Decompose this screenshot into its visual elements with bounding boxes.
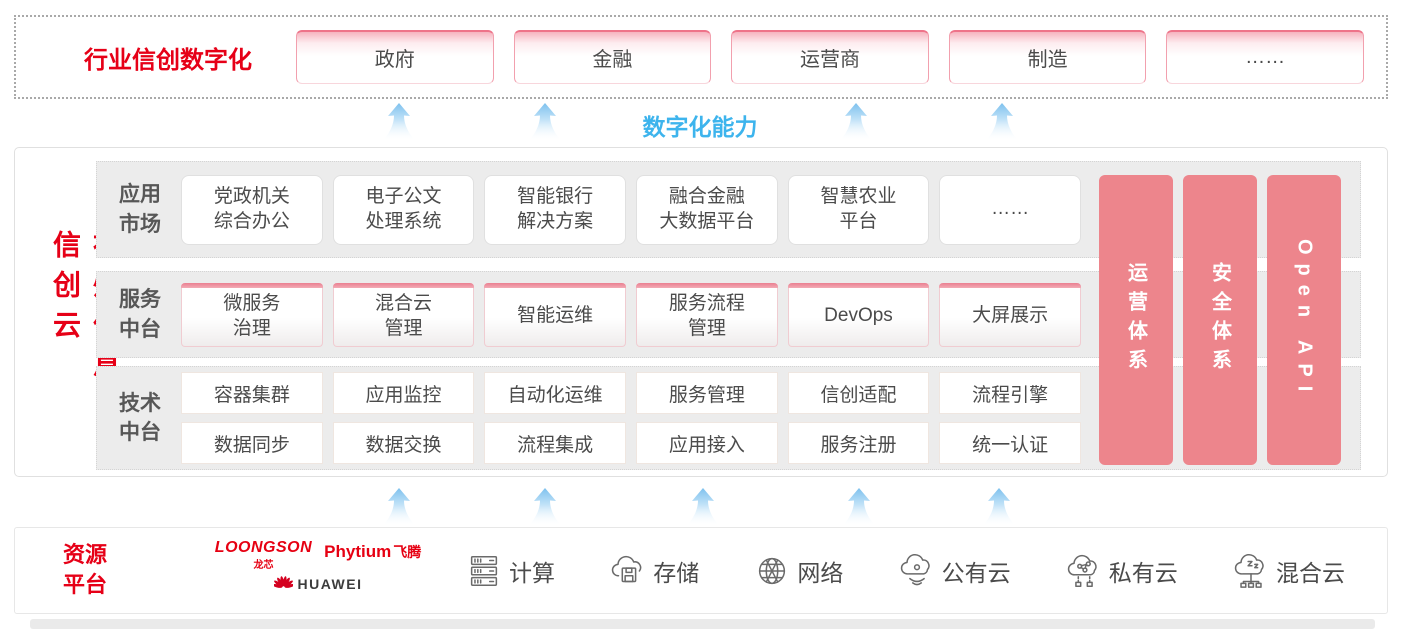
svc-box-hybrid-cloud-mgmt: 混合云 管理 — [332, 282, 475, 347]
resource-platform-section: 资源 平台 LOONGSON 龙芯 Phytium 飞腾 — [14, 527, 1388, 614]
pillar-open-api: Open API — [1267, 175, 1341, 465]
network-globe-icon — [759, 557, 786, 584]
huawei-flower-icon — [273, 576, 293, 588]
resource-items: 计算 存储 公有云 网络 — [465, 528, 1345, 613]
up-arrow-icon — [839, 103, 873, 141]
industry-government: 政府 — [296, 30, 494, 84]
up-arrow-icon — [382, 103, 416, 141]
hybrid-cloud-icon — [1234, 553, 1264, 588]
loongson-logo: LOONGSON 龙芯 — [214, 539, 313, 571]
app-box-smart-agriculture: 智慧农业 平台 — [787, 174, 930, 245]
industry-manufacturing: 制造 — [948, 30, 1147, 84]
resource-private-cloud: 私有云 — [1065, 552, 1178, 590]
resource-public-cloud: 公有云 — [898, 552, 1011, 590]
pillar-security-system: 安全体系 — [1183, 175, 1257, 465]
huawei-logo: HUAWEI — [273, 574, 363, 593]
tech-box-service-mgmt: 服务管理 — [636, 372, 778, 414]
industry-operator: 运营商 — [731, 30, 929, 84]
svc-box-microservice: 微服务 治理 — [181, 282, 323, 347]
svc-box-intelligent-ops: 智能运维 — [484, 282, 626, 347]
up-arrow-icon — [842, 488, 876, 526]
tech-box-xinchuang-adapt: 信创适配 — [787, 372, 930, 414]
tech-box-unified-auth: 统一认证 — [939, 422, 1081, 464]
capability-band-label: 数字化能力 — [642, 114, 758, 140]
industry-digitalization-section: 行业信创数字化 政府 金融 运营商 制造 …… — [14, 15, 1388, 99]
tech-box-process-engine: 流程引擎 — [939, 372, 1081, 414]
tech-platform-items: 容器集群 应用监控 自动化运维 服务管理 信创适配 流程引擎 数据同步 数据交换… — [181, 367, 1081, 469]
server-icon — [470, 555, 498, 586]
storage-cloud-icon — [611, 555, 642, 582]
up-arrow-icon — [382, 488, 416, 526]
up-arrow-icon — [528, 488, 562, 526]
tech-box-automated-ops: 自动化运维 — [484, 372, 626, 414]
service-platform-items: 微服务 治理 混合云 管理 智能运维 服务流程 管理 DevOps 大屏展示 — [181, 272, 1081, 357]
app-market-label: 应用 市场 — [119, 183, 161, 236]
up-arrow-icon — [982, 488, 1016, 526]
svc-box-dashboard: 大屏展示 — [939, 282, 1081, 347]
app-box-smart-banking: 智能银行 解决方案 — [484, 174, 626, 245]
industry-more: …… — [1166, 30, 1364, 84]
tech-box-data-exchange: 数据交换 — [332, 422, 475, 464]
app-box-more: …… — [939, 174, 1081, 245]
industry-list: 政府 金融 运营商 制造 …… — [296, 30, 1364, 84]
resource-platform-title: 资源 平台 — [63, 541, 108, 598]
phytium-logo: Phytium 飞腾 — [324, 542, 422, 561]
bottom-divider-bar — [30, 619, 1375, 629]
tech-box-data-sync: 数据同步 — [181, 422, 323, 464]
vendor-logos: LOONGSON 龙芯 Phytium 飞腾 — [208, 539, 428, 593]
tech-box-service-registry: 服务注册 — [787, 422, 930, 464]
app-market-items: 党政机关 综合办公 电子公文 处理系统 智能银行 解决方案 融合金融 大数据平台… — [181, 162, 1081, 257]
tech-box-app-access: 应用接入 — [636, 422, 778, 464]
resource-hybrid-cloud: 混合云 — [1232, 552, 1345, 590]
up-arrow-icon — [686, 488, 720, 526]
svc-box-devops: DevOps — [787, 282, 930, 347]
xinchuang-cloud-section: 神州信息信创云 应用 市场 党政机关 综合办公 电子公文 处理系统 智能银行 解… — [14, 147, 1388, 477]
resource-storage: 存储 — [609, 552, 699, 590]
tech-box-container-cluster: 容器集群 — [181, 372, 323, 414]
app-box-finance-bigdata: 融合金融 大数据平台 — [636, 174, 778, 245]
app-box-party-gov-office: 党政机关 综合办公 — [181, 174, 323, 245]
up-arrow-icon — [528, 103, 562, 141]
pillar-operation-system: 运营体系 — [1099, 175, 1173, 465]
private-cloud-icon — [1067, 554, 1097, 587]
tech-box-app-monitoring: 应用监控 — [332, 372, 475, 414]
industry-finance: 金融 — [513, 30, 712, 84]
public-cloud-icon — [900, 553, 930, 585]
tech-box-process-integration: 流程集成 — [484, 422, 626, 464]
app-box-e-document: 电子公文 处理系统 — [332, 174, 475, 245]
resource-network: 公有云 网络 — [753, 552, 843, 590]
tech-platform-label: 技术 中台 — [119, 391, 161, 444]
service-platform-label: 服务 中台 — [119, 288, 161, 341]
industry-section-title: 行业信创数字化 — [84, 46, 252, 74]
svc-box-service-process: 服务流程 管理 — [636, 282, 778, 347]
up-arrow-icon — [985, 103, 1019, 141]
resource-compute: 计算 — [465, 552, 555, 590]
